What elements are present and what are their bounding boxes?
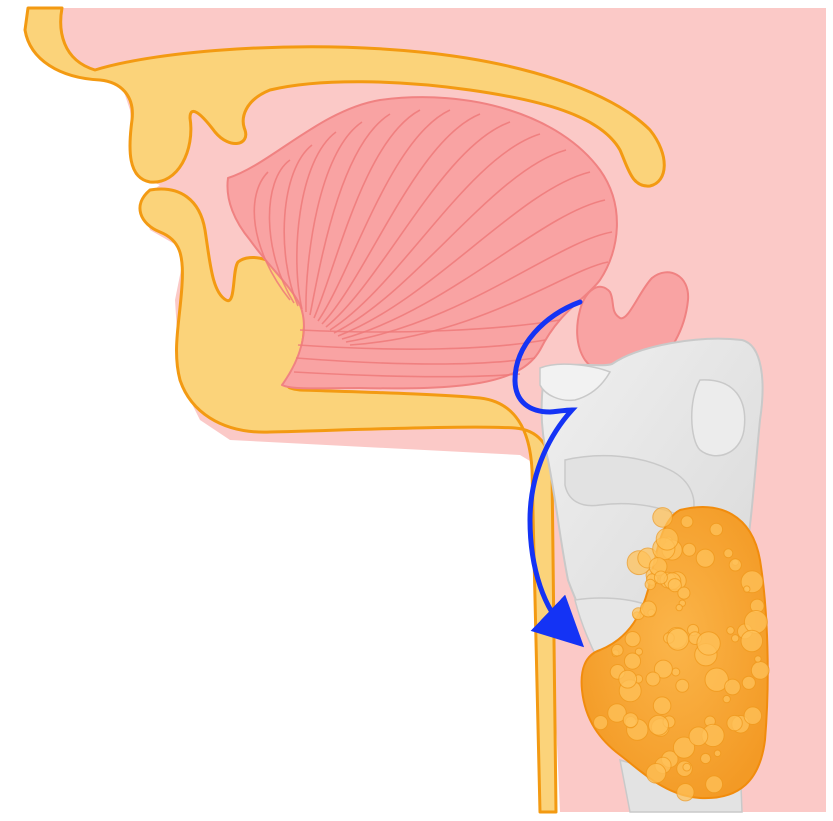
thyroid-follicle bbox=[624, 653, 640, 669]
thyroid-follicle bbox=[677, 784, 694, 801]
thyroid-follicle bbox=[640, 601, 656, 617]
thyroid-follicle bbox=[649, 715, 669, 735]
thyroid-follicle bbox=[727, 715, 742, 730]
thyroid-follicle bbox=[741, 630, 763, 652]
thyroid-follicle bbox=[653, 508, 673, 528]
thyroid-follicle bbox=[623, 713, 638, 728]
thyroid-follicle bbox=[653, 697, 671, 715]
thyroid-follicle bbox=[751, 662, 769, 680]
thyroid-follicle bbox=[646, 764, 666, 784]
thyroid-follicle bbox=[732, 635, 739, 642]
thyroid-follicle bbox=[667, 628, 689, 650]
thyroid-follicle bbox=[645, 579, 655, 589]
thyroid-follicle bbox=[619, 670, 637, 688]
thyroid-follicle bbox=[676, 679, 689, 692]
thyroid-follicle bbox=[729, 559, 741, 571]
thyroid-follicle bbox=[727, 627, 735, 635]
thyroid-follicle bbox=[710, 523, 723, 536]
thyroid-follicle bbox=[724, 549, 733, 558]
thyroid-follicle bbox=[755, 656, 762, 663]
thyroid-follicle bbox=[701, 753, 711, 763]
thyroid-follicle bbox=[689, 727, 708, 746]
thyroid-follicle bbox=[723, 695, 730, 702]
thyroid-follicle bbox=[625, 632, 640, 647]
thyroid-follicle bbox=[697, 632, 720, 655]
thyroid-follicle bbox=[676, 604, 682, 610]
thyroid-follicle bbox=[744, 611, 767, 634]
thyroid-follicle bbox=[646, 672, 660, 686]
thyroid-follicle bbox=[612, 644, 624, 656]
thyroid-follicle bbox=[706, 776, 723, 793]
thyroid-follicle bbox=[678, 587, 690, 599]
thyroid-follicle bbox=[696, 549, 714, 567]
thyroid-follicle bbox=[681, 516, 693, 528]
thyroid-follicle bbox=[744, 586, 750, 592]
thyroid-follicle bbox=[594, 716, 608, 730]
thyroid-follicle bbox=[683, 763, 691, 771]
thyroid-follicle bbox=[654, 571, 667, 584]
thyroid-follicle bbox=[656, 528, 678, 550]
thyroid-follicle bbox=[672, 668, 680, 676]
thyroid-follicle bbox=[683, 543, 696, 556]
thyroid-follicle bbox=[725, 679, 741, 695]
thyroid-follicle bbox=[742, 676, 755, 689]
thyroid-follicle bbox=[714, 750, 721, 757]
thyroid-follicle bbox=[744, 707, 762, 725]
